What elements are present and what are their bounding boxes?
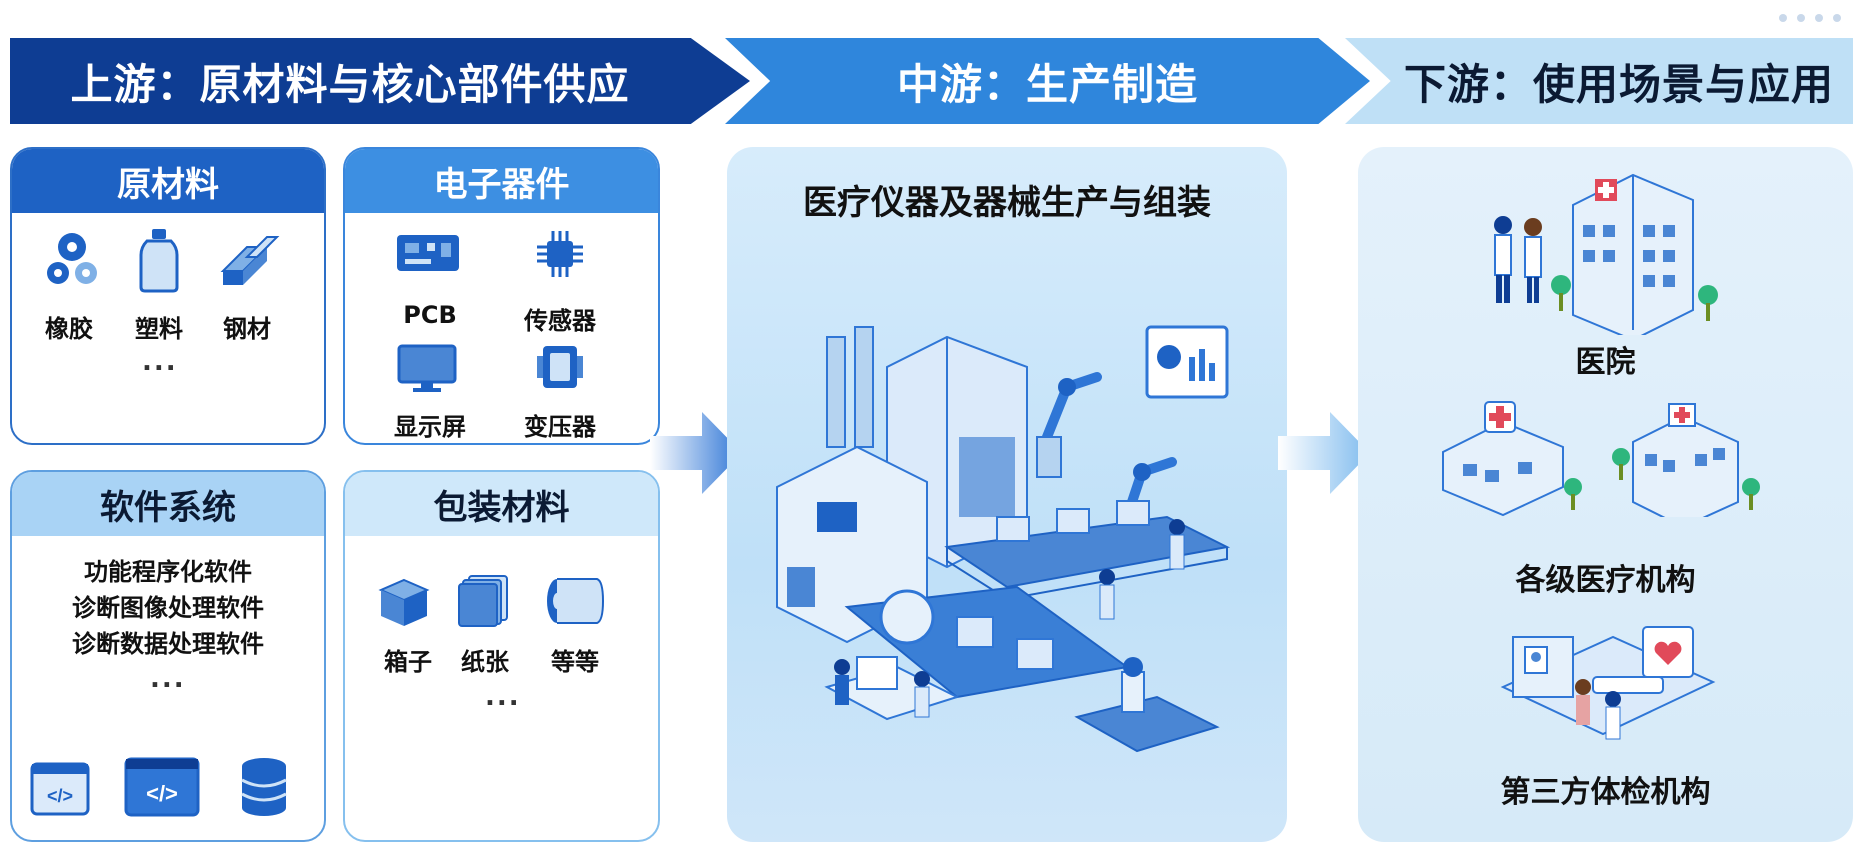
transformer-icon: [537, 346, 583, 388]
material-rubber: 橡胶: [45, 315, 93, 343]
component-sensor: 传感器: [524, 307, 596, 335]
downstream-title: 下游：使用场景与应用: [1403, 59, 1834, 109]
packaging-card: 包装材料 箱子 纸张 等等 ...: [343, 470, 660, 842]
paper-roll-icon: [547, 578, 605, 624]
database-icon: [241, 758, 287, 816]
packaging-more: ...: [485, 682, 521, 712]
component-pcb: PCB: [403, 301, 457, 329]
midstream-title: 中游：生产制造: [896, 59, 1198, 109]
component-display: 显示屏: [394, 413, 466, 441]
paper-stack-icon: [458, 575, 508, 627]
upstream-title: 上游：原材料与核心部件供应: [70, 59, 630, 109]
downstream-banner: 下游：使用场景与应用: [1345, 38, 1853, 124]
flow-arrow-2: [1278, 412, 1370, 494]
raw-materials-more: ...: [142, 347, 178, 377]
material-plastic: 塑料: [135, 315, 183, 343]
software-item-2: 诊断图像处理软件: [72, 594, 264, 622]
raw-materials-card: 原材料 橡胶 塑料 钢材 ...: [10, 147, 326, 445]
packaging-etc: 等等: [551, 648, 599, 676]
steel-bars-icon: [220, 236, 280, 285]
box-icon: [378, 578, 430, 626]
electronics-title: 电子器件: [345, 149, 658, 213]
code-window-icon: </>: [30, 762, 90, 816]
downstream-checkup-institutions: 第三方体检机构: [1500, 775, 1711, 810]
raw-materials-title: 原材料: [12, 149, 324, 213]
software-card: 软件系统 功能程序化软件 诊断图像处理软件 诊断数据处理软件 ... </> <…: [10, 470, 326, 842]
software-item-1: 功能程序化软件: [84, 558, 252, 586]
packaging-paper: 纸张: [461, 648, 509, 676]
downstream-panel: 医院 各级医疗机构 第三方体检机构: [1358, 147, 1853, 842]
software-more: ...: [150, 664, 186, 694]
material-steel: 钢材: [223, 315, 271, 343]
midstream-panel: 医疗仪器及器械生产与组装: [727, 147, 1287, 842]
checkup-illustration: [1500, 626, 1716, 740]
downstream-medical-institutions: 各级医疗机构: [1515, 563, 1696, 598]
plastic-bottle-icon: [139, 229, 179, 293]
midstream-panel-title: 医疗仪器及器械生产与组装: [803, 183, 1211, 223]
packaging-title: 包装材料: [345, 472, 658, 536]
component-transformer: 变压器: [524, 413, 596, 441]
decorative-dots: [1779, 14, 1841, 22]
rubber-icon: [47, 233, 97, 284]
svg-text:</>: </>: [47, 786, 73, 806]
code-window-icon: </>: [124, 757, 200, 817]
factory-illustration: [776, 325, 1231, 753]
packaging-box: 箱子: [384, 648, 432, 676]
chip-icon: [537, 231, 583, 277]
midstream-banner: 中游：生产制造: [725, 38, 1370, 124]
hospital-illustration: [1494, 173, 1718, 335]
software-title: 软件系统: [12, 472, 324, 536]
monitor-icon: [397, 344, 457, 392]
pcb-icon: [397, 235, 459, 271]
electronics-card: 电子器件 PCB 传感器 显示屏 变压器: [343, 147, 660, 445]
svg-text:</>: </>: [146, 781, 178, 806]
software-item-3: 诊断数据处理软件: [72, 630, 264, 658]
downstream-hospital: 医院: [1575, 345, 1636, 380]
flow-arrow-1: [650, 412, 742, 494]
clinic-illustration: [1442, 401, 1760, 517]
upstream-banner: 上游：原材料与核心部件供应: [10, 38, 750, 124]
